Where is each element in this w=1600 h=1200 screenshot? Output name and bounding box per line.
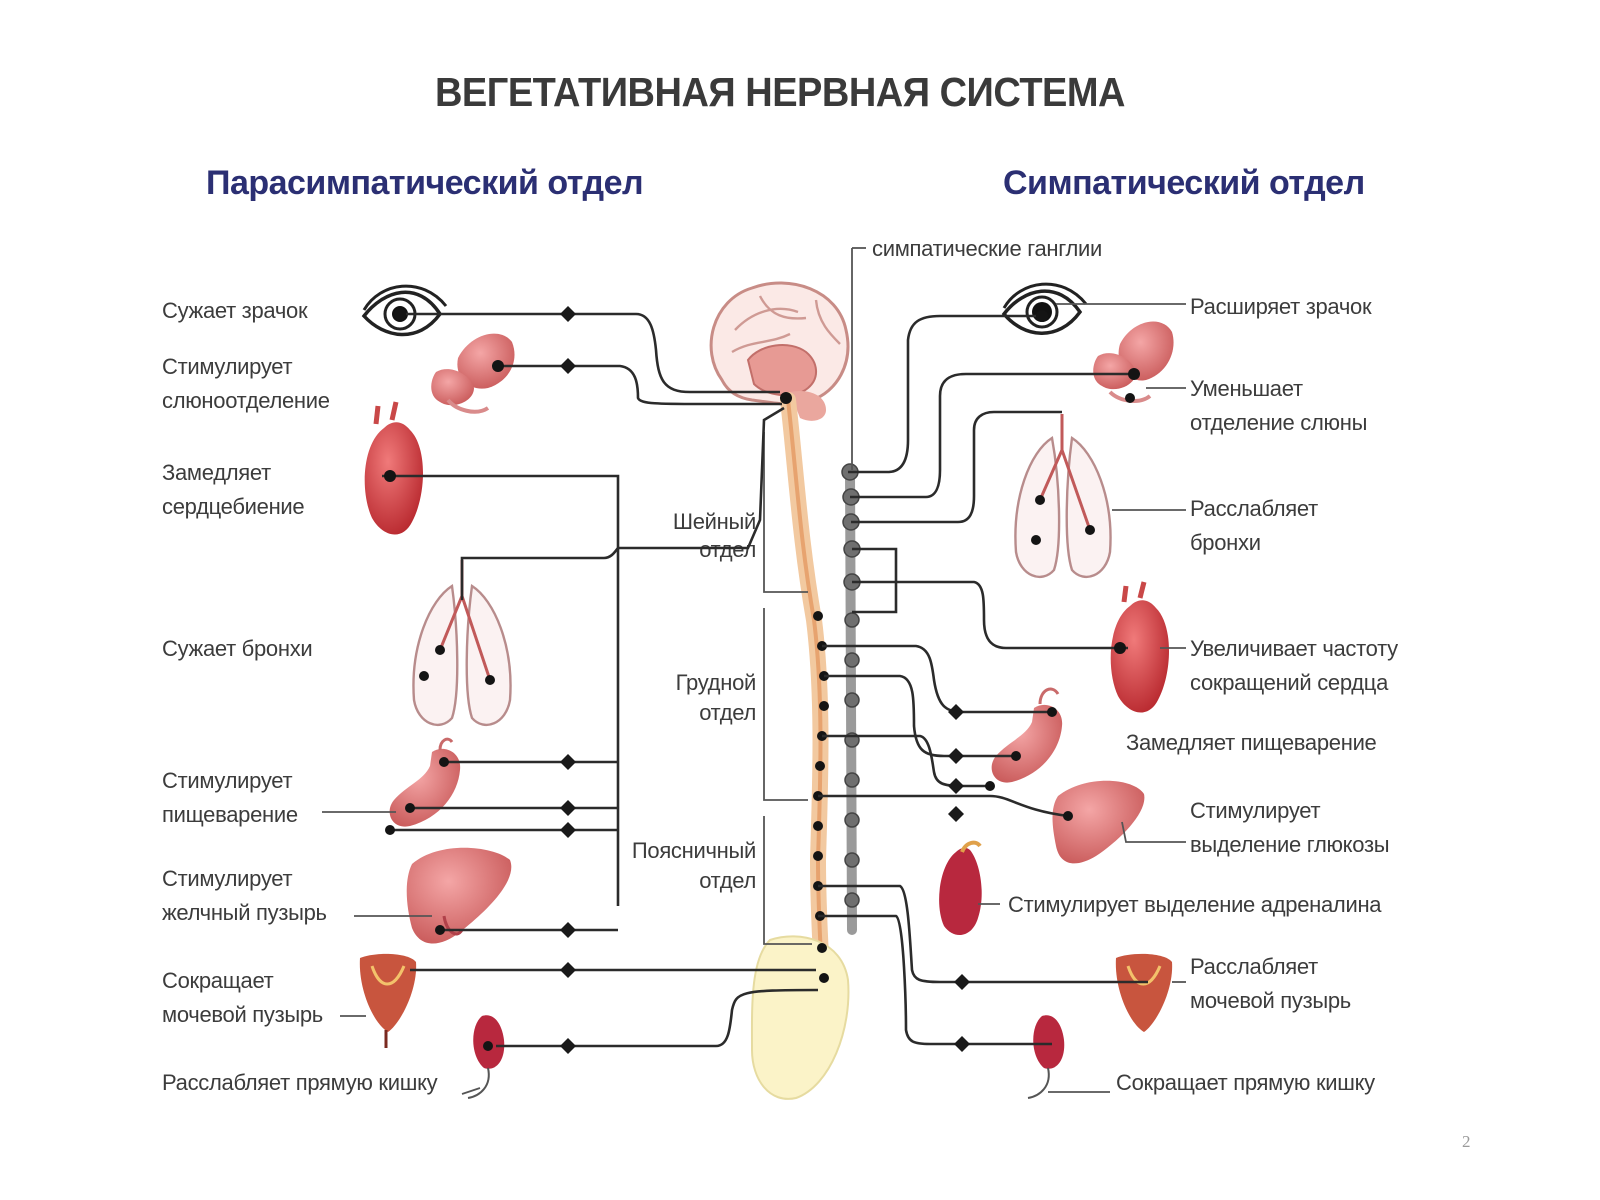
symp-label-eye: Расширяет зрачок (1190, 290, 1372, 324)
right-salivary-gland-icon (1093, 321, 1174, 403)
symp-label-bladder-line1: Расслабляет (1190, 954, 1318, 979)
parasympathetic-ganglia (560, 306, 576, 1054)
para-label-heart-line1: Замедляет (162, 460, 271, 485)
page-number: 2 (1462, 1132, 1471, 1151)
parasympathetic-organ-endpoints (384, 308, 504, 1051)
symp-label-heart: Увеличивает частоту сокращений сердца (1190, 632, 1398, 700)
left-liver-icon (406, 847, 512, 944)
parasympathetic-heading: Парасимпатический отдел (206, 164, 644, 202)
sympathetic-organ-endpoints (985, 310, 1140, 821)
brain-icon (709, 281, 850, 421)
spine-label-cervical: Шейный отдел (640, 508, 756, 564)
spine-label-cervical-line1: Шейный (672, 509, 756, 534)
page-title: ВЕГЕТАТИВНАЯ НЕРВНАЯ СИСТЕМА (434, 70, 1126, 116)
left-salivary-gland-icon (431, 333, 515, 414)
spine-label-lumbar-line2: отдел (699, 868, 756, 893)
right-adrenal-icon (939, 840, 982, 936)
spinal-cord (780, 392, 830, 998)
left-stomach-icon (389, 737, 461, 827)
para-label-salivary-line2: слюноотделение (162, 388, 330, 413)
symp-label-bladder-line2: мочевой пузырь (1190, 988, 1351, 1013)
right-lungs-icon (1014, 414, 1112, 579)
sympathetic-ganglia-chain (841, 463, 861, 935)
spine-label-lumbar: Поясничный отдел (616, 836, 756, 896)
para-label-lungs: Сужает бронхи (162, 632, 313, 666)
left-rectum-icon (467, 1015, 505, 1099)
sacrum (750, 935, 850, 1100)
para-label-heart-line2: сердцебиение (162, 494, 305, 519)
para-label-liver: Стимулирует желчный пузырь (162, 862, 327, 930)
symp-label-heart-line2: сокращений сердца (1190, 670, 1389, 695)
para-label-lungs-line1: Сужает бронхи (162, 636, 313, 661)
cervical-bracket (763, 432, 808, 593)
right-rectum-icon (1027, 1015, 1065, 1099)
para-label-liver-line1: Стимулирует (162, 866, 293, 891)
parasympathetic-nerves (322, 312, 819, 1095)
symp-label-lungs: Расслабляет бронхи (1190, 492, 1318, 560)
symp-label-adrenal: Стимулирует выделение адреналина (1008, 888, 1382, 922)
left-heart-icon (364, 401, 423, 535)
para-label-rectum-line1: Расслабляет прямую кишку (162, 1070, 438, 1095)
spine-label-lumbar-line1: Поясничный (631, 838, 756, 863)
symp-label-bladder: Расслабляет мочевой пузырь (1190, 950, 1351, 1018)
left-eye-icon (361, 284, 448, 337)
spine-label-thoracic: Грудной отдел (640, 668, 757, 728)
spine-label-thoracic-line1: Грудной (675, 670, 757, 695)
symp-label-heart-line1: Увеличивает частоту (1190, 636, 1398, 661)
right-eye-icon (1001, 282, 1088, 335)
symp-label-stomach-line1: Замедляет пищеварение (1126, 730, 1377, 755)
para-label-liver-line2: желчный пузырь (162, 900, 327, 925)
thoracic-bracket (763, 608, 808, 801)
symp-label-salivary-line1: Уменьшает (1190, 376, 1303, 401)
symp-label-liver: Стимулирует выделение глюкозы (1190, 794, 1390, 862)
symp-label-liver-line2: выделение глюкозы (1190, 832, 1390, 857)
sympathetic-ganglia (948, 704, 970, 1052)
para-label-bladder: Сокращает мочевой пузырь (162, 964, 323, 1032)
spinal-roots (780, 392, 829, 983)
symp-label-rectum-line1: Сокращает прямую кишку (1116, 1070, 1375, 1095)
right-stomach-icon (991, 687, 1063, 783)
symp-label-eye-line1: Расширяет зрачок (1190, 294, 1372, 319)
lumbar-bracket (763, 816, 812, 945)
para-label-stomach-line1: Стимулирует (162, 768, 293, 793)
para-label-bladder-line1: Сокращает (162, 968, 274, 993)
symp-label-lungs-line2: бронхи (1190, 530, 1261, 555)
para-label-bladder-line2: мочевой пузырь (162, 1002, 323, 1027)
para-label-salivary: Стимулирует слюноотделение (162, 350, 330, 418)
left-bladder-icon (359, 953, 417, 1048)
symp-label-rectum: Сокращает прямую кишку (1116, 1066, 1375, 1100)
para-label-eye: Сужает зрачок (162, 294, 308, 328)
para-label-rectum: Расслабляет прямую кишку (162, 1066, 438, 1100)
spine-label-cervical-line2: отдел (699, 537, 756, 562)
sympathetic-heading: Симпатический отдел (1003, 164, 1365, 202)
symp-label-salivary: Уменьшает отделение слюны (1190, 372, 1367, 440)
para-label-salivary-line1: Стимулирует (162, 354, 293, 379)
symp-label-salivary-line2: отделение слюны (1190, 410, 1368, 435)
symp-label-lungs-line1: Расслабляет (1190, 496, 1318, 521)
symp-label-stomach: Замедляет пищеварение (1126, 726, 1377, 760)
right-bladder-icon (1115, 953, 1173, 1032)
left-lungs-icon (412, 560, 512, 727)
para-label-stomach-line2: пищеварение (162, 802, 298, 827)
symp-label-adrenal-line1: Стимулирует выделение адреналина (1008, 892, 1382, 917)
para-label-heart: Замедляет сердцебиение (162, 456, 305, 524)
para-label-stomach: Стимулирует пищеварение (162, 764, 298, 832)
right-heart-icon (1110, 581, 1169, 713)
spine-label-thoracic-line2: отдел (699, 700, 756, 725)
para-label-eye-line1: Сужает зрачок (162, 298, 308, 323)
right-liver-icon (1052, 780, 1145, 864)
ganglia-label: симпатические ганглии (872, 236, 1102, 261)
sympathetic-nerves (818, 303, 1186, 1093)
symp-label-liver-line1: Стимулирует (1190, 798, 1321, 823)
